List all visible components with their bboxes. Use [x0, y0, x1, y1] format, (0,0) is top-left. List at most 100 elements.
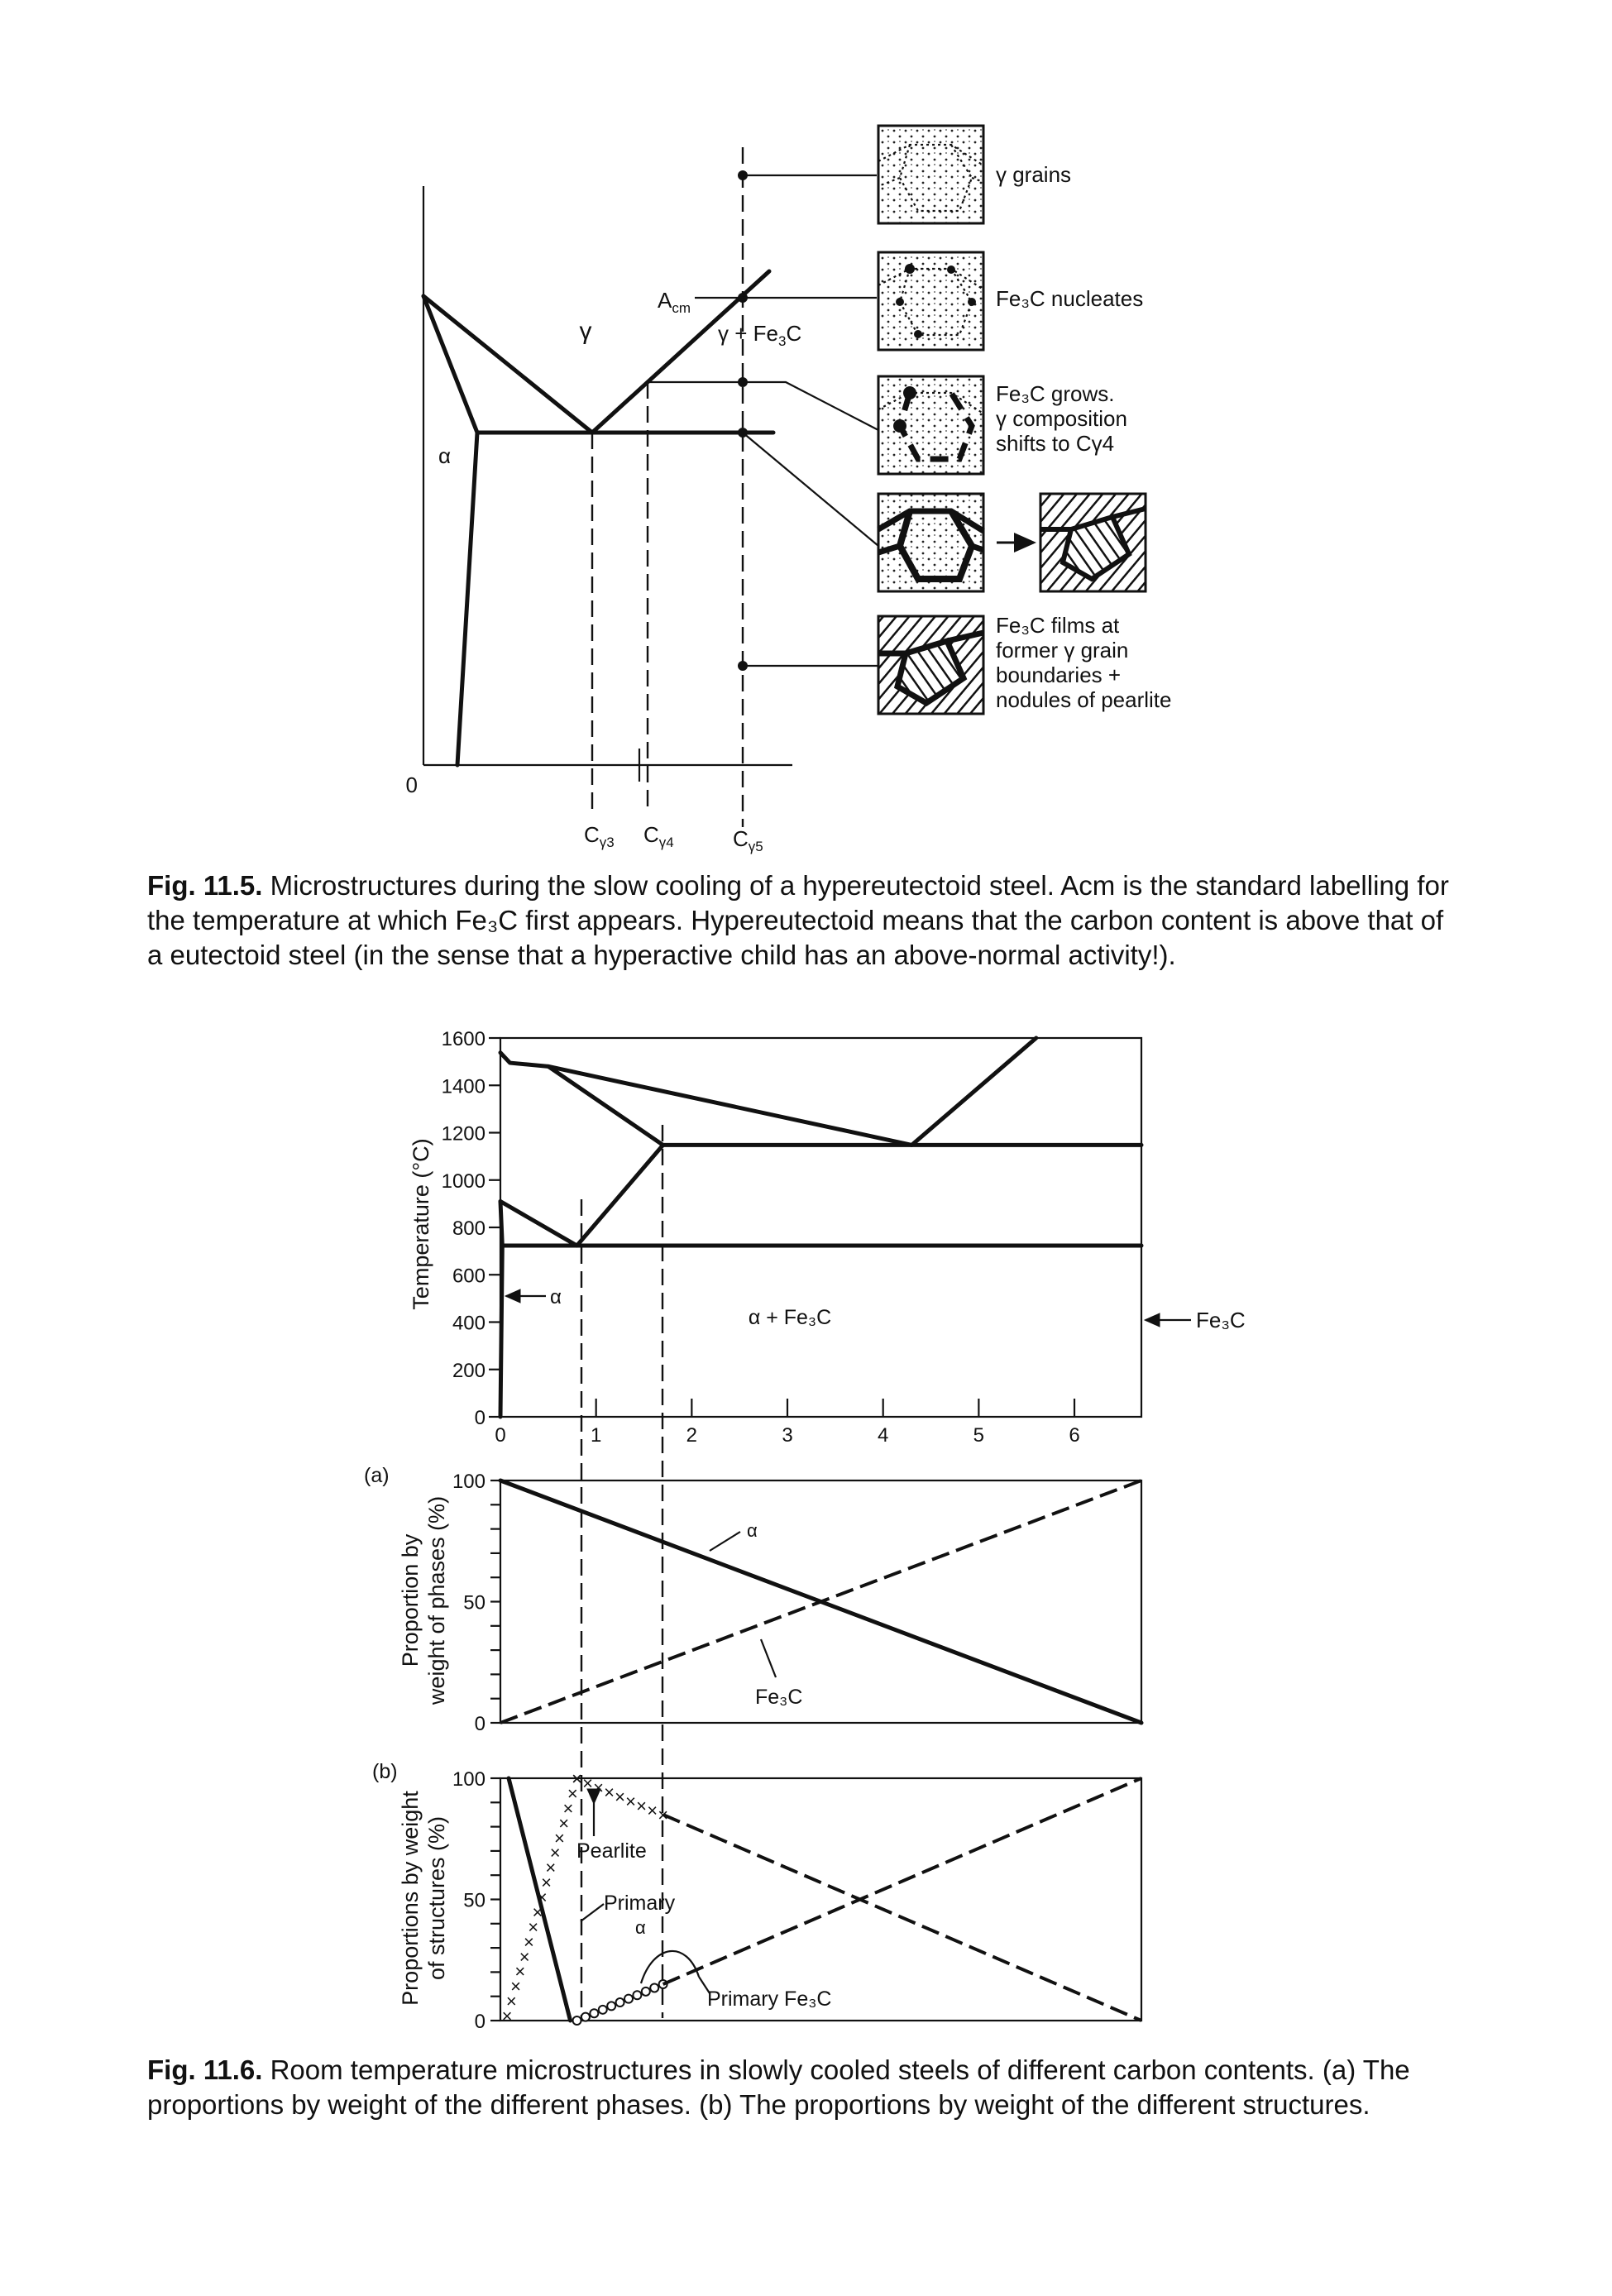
micrograph-fe3c-grows	[877, 375, 985, 476]
pearlite-mark: ×	[572, 1768, 582, 1789]
pearlite-mark: ×	[572, 1768, 582, 1789]
pearlite-mark: ×	[514, 1961, 525, 1982]
pearlite-mark: ×	[545, 1858, 556, 1878]
structures-axis-label-2: of structures (%)	[424, 1816, 449, 1980]
stage-label-5-line2: former γ grain	[996, 638, 1128, 662]
stage-label-5-line1: Fe₃C films at	[996, 613, 1120, 638]
temperature-axis-label: Temperature (°C)	[409, 1138, 433, 1309]
primary-fe3c-mark	[606, 2001, 617, 2011]
fig5-gamma-boundary	[421, 269, 772, 435]
y-tick-label: 600	[452, 1265, 486, 1287]
pearlite-mark: ×	[625, 1791, 636, 1811]
pearlite-mark: ×	[506, 1991, 517, 2011]
primary-fe3c-bracket	[639, 1950, 701, 1984]
fig5-alpha-boundary	[421, 294, 480, 768]
phase-boundary-line	[546, 1064, 1144, 1147]
primary-fe3c-mark	[615, 1997, 625, 2008]
y-tick-label: 0	[475, 1713, 486, 1735]
alpha-leader	[709, 1531, 741, 1552]
pearlite-mark: ×	[537, 1887, 548, 1908]
primary-fe3c-mark	[632, 1990, 643, 2001]
panel-a-tag: (a)	[364, 1464, 390, 1487]
fig5-leader-3	[743, 380, 879, 431]
pearlite-mark: ×	[541, 1873, 552, 1893]
y-tick-label: 0	[475, 1407, 486, 1429]
stage-label-5-line3: boundaries +	[996, 662, 1121, 687]
fig5-label-gamma: γ	[580, 318, 592, 345]
primary-alpha-label: α	[635, 1917, 646, 1938]
fig5-label-alpha: α	[438, 443, 451, 468]
micrograph-pearlite	[1039, 492, 1147, 593]
pearlite-mark: ×	[554, 1828, 565, 1849]
fig5-leader-4	[742, 432, 879, 547]
pearlite-mark: ×	[563, 1798, 574, 1819]
primary-fe3c-mark	[640, 1986, 651, 1997]
alpha-fe3c-label: α + Fe₃C	[749, 1306, 831, 1329]
x-tick-label: 4	[878, 1424, 888, 1447]
fig5-label-cg5: Cγ5	[733, 826, 763, 854]
pearlite-mark: ×	[528, 1916, 538, 1937]
pearlite-mark: ×	[567, 1783, 578, 1804]
phase-boundary-line	[498, 1199, 505, 1419]
y-tick-label: 200	[452, 1360, 486, 1382]
micrograph-films	[877, 492, 985, 593]
pearlite-mark: ×	[647, 1800, 658, 1820]
y-tick-label: 50	[463, 1890, 486, 1912]
stage-label-3-line2: γ composition	[996, 406, 1127, 431]
phase-diagram-lines	[498, 1036, 1144, 1419]
pearlite-mark: ×	[604, 1782, 615, 1802]
y-tick-label: 100	[452, 1471, 486, 1493]
pearlite-mark: ×	[636, 1796, 647, 1816]
primary-fe3c-mark	[624, 1993, 634, 2004]
phase-diagram-frame	[499, 1036, 1143, 1418]
x-tick-label: 2	[686, 1424, 697, 1447]
pearlite-mark: ×	[582, 1772, 593, 1793]
fig5-label-acm: Acm	[658, 288, 691, 316]
x-tick-label: 5	[973, 1424, 984, 1447]
primary-alpha-leader	[580, 1903, 605, 1922]
fig5-label-cg3: Cγ3	[584, 822, 615, 850]
micrograph-fe3c-nucleates	[877, 251, 985, 352]
pearlite-mark: ×	[502, 2006, 513, 2026]
micrograph-gamma-grains	[877, 124, 985, 225]
fig5-label-cg4: Cγ4	[643, 822, 674, 850]
y-tick-label: 800	[452, 1217, 486, 1240]
fe3c-leader	[759, 1638, 777, 1678]
primary-fe3c-mark	[649, 1983, 660, 1993]
phases-axis-label-1: Proportion by	[398, 1533, 423, 1667]
panel-b-tag: (b)	[372, 1760, 398, 1783]
primary-fe3c-line	[662, 1777, 1142, 1986]
primary-alpha-line	[506, 1776, 573, 2023]
stage-label-5-line4: nodules of pearlite	[996, 687, 1171, 712]
primary-fe3c-mark	[589, 2008, 600, 2019]
stage-label-2: Fe₃C nucleates	[996, 286, 1143, 311]
primary-fe3c-label: Primary Fe₃C	[707, 1987, 831, 2011]
pearlite-label: Pearlite	[576, 1839, 647, 1863]
pearlite-line	[662, 1813, 1142, 2022]
structures-lines: ××××××××××××××××××××××××××	[502, 1768, 1142, 2026]
primary-fe3c-mark	[580, 2011, 591, 2022]
structures-frame	[499, 1777, 1143, 2022]
phases-alpha-label: α	[747, 1520, 758, 1541]
stage-label-3-line1: Fe₃C grows.	[996, 381, 1115, 406]
x-tick-label: 3	[782, 1424, 792, 1447]
alpha-label: α	[550, 1286, 562, 1308]
y-tick-label: 0	[475, 2011, 486, 2033]
pearlite-mark: ×	[510, 1976, 521, 1997]
x-tick-label: 0	[495, 1424, 505, 1447]
primary-fe3c-leader	[698, 1976, 710, 1994]
pearlite-mark: ×	[593, 1777, 604, 1798]
pearlite-mark: ×	[615, 1787, 625, 1807]
y-tick-label: 1000	[442, 1170, 486, 1193]
stage-label-3-line3: shifts to Cγ4	[996, 431, 1114, 456]
phases-lines	[498, 1478, 1144, 1725]
fig5-label-gamma-fe3c: γ + Fe3C	[718, 321, 801, 349]
